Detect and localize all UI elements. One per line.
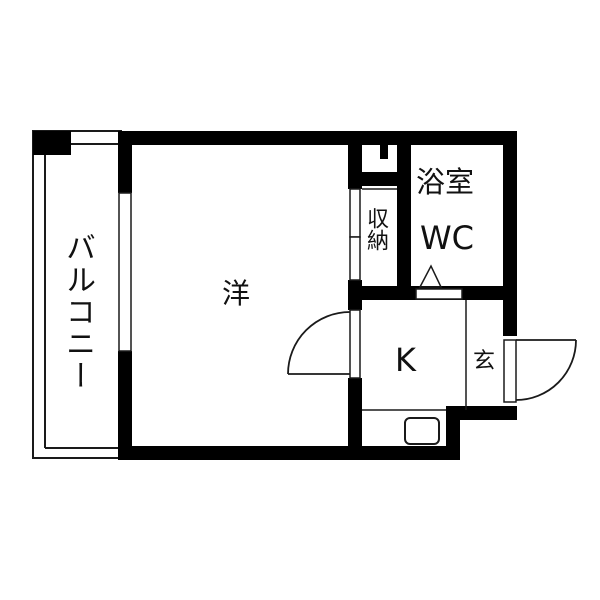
- room-label-kitchen: K: [395, 341, 416, 379]
- interior-lines: [362, 188, 467, 411]
- windows: [118, 188, 517, 403]
- vent-triangle-icon: [418, 264, 443, 288]
- room-label-balcony: バルコニー: [60, 232, 95, 392]
- door-entrance[interactable]: [515, 339, 577, 401]
- door-western-room[interactable]: [287, 311, 351, 375]
- kitchen-sink-icon: [404, 417, 440, 445]
- room-label-entrance: 玄: [473, 349, 496, 374]
- balcony-corner-block: [33, 131, 71, 155]
- room-label-bath: 浴室: [416, 165, 475, 199]
- room-label-storage: 収納: [363, 207, 388, 251]
- room-label-western: 洋: [222, 277, 251, 310]
- room-label-wc: WC: [420, 219, 474, 257]
